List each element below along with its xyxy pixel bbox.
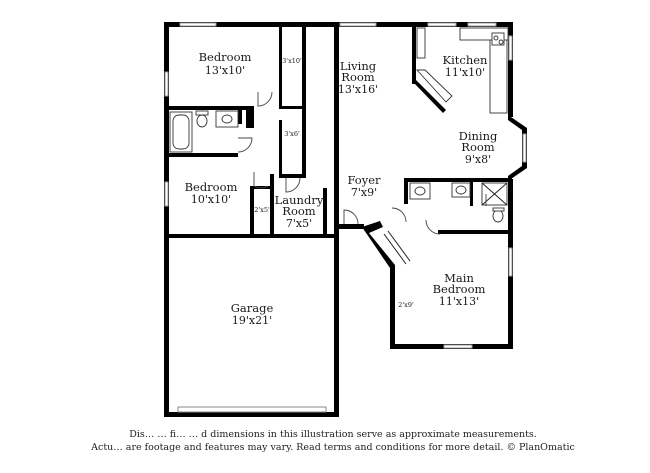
closet-label-upper: 3'x10' [282,57,302,65]
room-name: Bedroom [185,180,238,194]
closet-label-bedroom: 2'x5' [254,206,270,214]
room-name: Kitchen [443,53,489,67]
room-name: Main [444,271,474,285]
room-dims: 7'x9' [351,186,377,199]
room-label-laundry-room: Laundry Room 7'x5' [275,193,324,230]
room-label-living-room: Living Room 13'x16' [338,59,378,96]
closet-label-middle: 3'x6' [284,130,300,138]
room-name: Room [341,70,375,84]
room-label-garage: Garage 19'x21' [231,301,274,327]
room-name: Laundry [275,193,324,207]
closet-label-main: 2'x9' [398,301,414,309]
room-dims: 7'x5' [286,217,312,230]
room-name: Bedroom [433,282,486,296]
room-label-bedroom-2: Bedroom 13'x10' [199,50,252,77]
room-name: Room [461,140,495,154]
garage-door [177,406,327,413]
room-name: Room [282,204,316,218]
room-name: Dining [459,129,498,143]
room-label-dining-room: Dining Room 9'x8' [459,129,498,166]
room-dims: 11'x10' [445,66,485,79]
windows [164,22,527,349]
room-dims: 10'x10' [191,193,231,206]
room-label-kitchen: Kitchen 11'x10' [443,53,489,79]
room-dims: 9'x8' [465,153,491,166]
room-name: Bedroom [199,50,252,64]
disclaimer-line-1: Dis… … fi… … d dimensions in this illust… [129,429,537,440]
room-name: Garage [231,301,274,315]
room-label-foyer: Foyer 7'x9' [347,173,381,199]
disclaimer-line-2: Actu… are footage and features may vary.… [90,442,575,453]
room-dims: 13'x10' [205,64,245,77]
room-label-bedroom-3: Bedroom 10'x10' [185,180,238,206]
room-name: Living [340,59,377,73]
fixtures [169,27,509,223]
room-name: Foyer [347,173,381,187]
room-dims: 19'x21' [232,314,272,327]
room-label-main-bedroom: Main Bedroom 11'x13' [433,271,486,308]
door-swings [237,91,487,265]
room-dims: 11'x13' [439,295,479,308]
room-dims: 13'x16' [338,83,378,96]
interior-walls [164,22,512,417]
